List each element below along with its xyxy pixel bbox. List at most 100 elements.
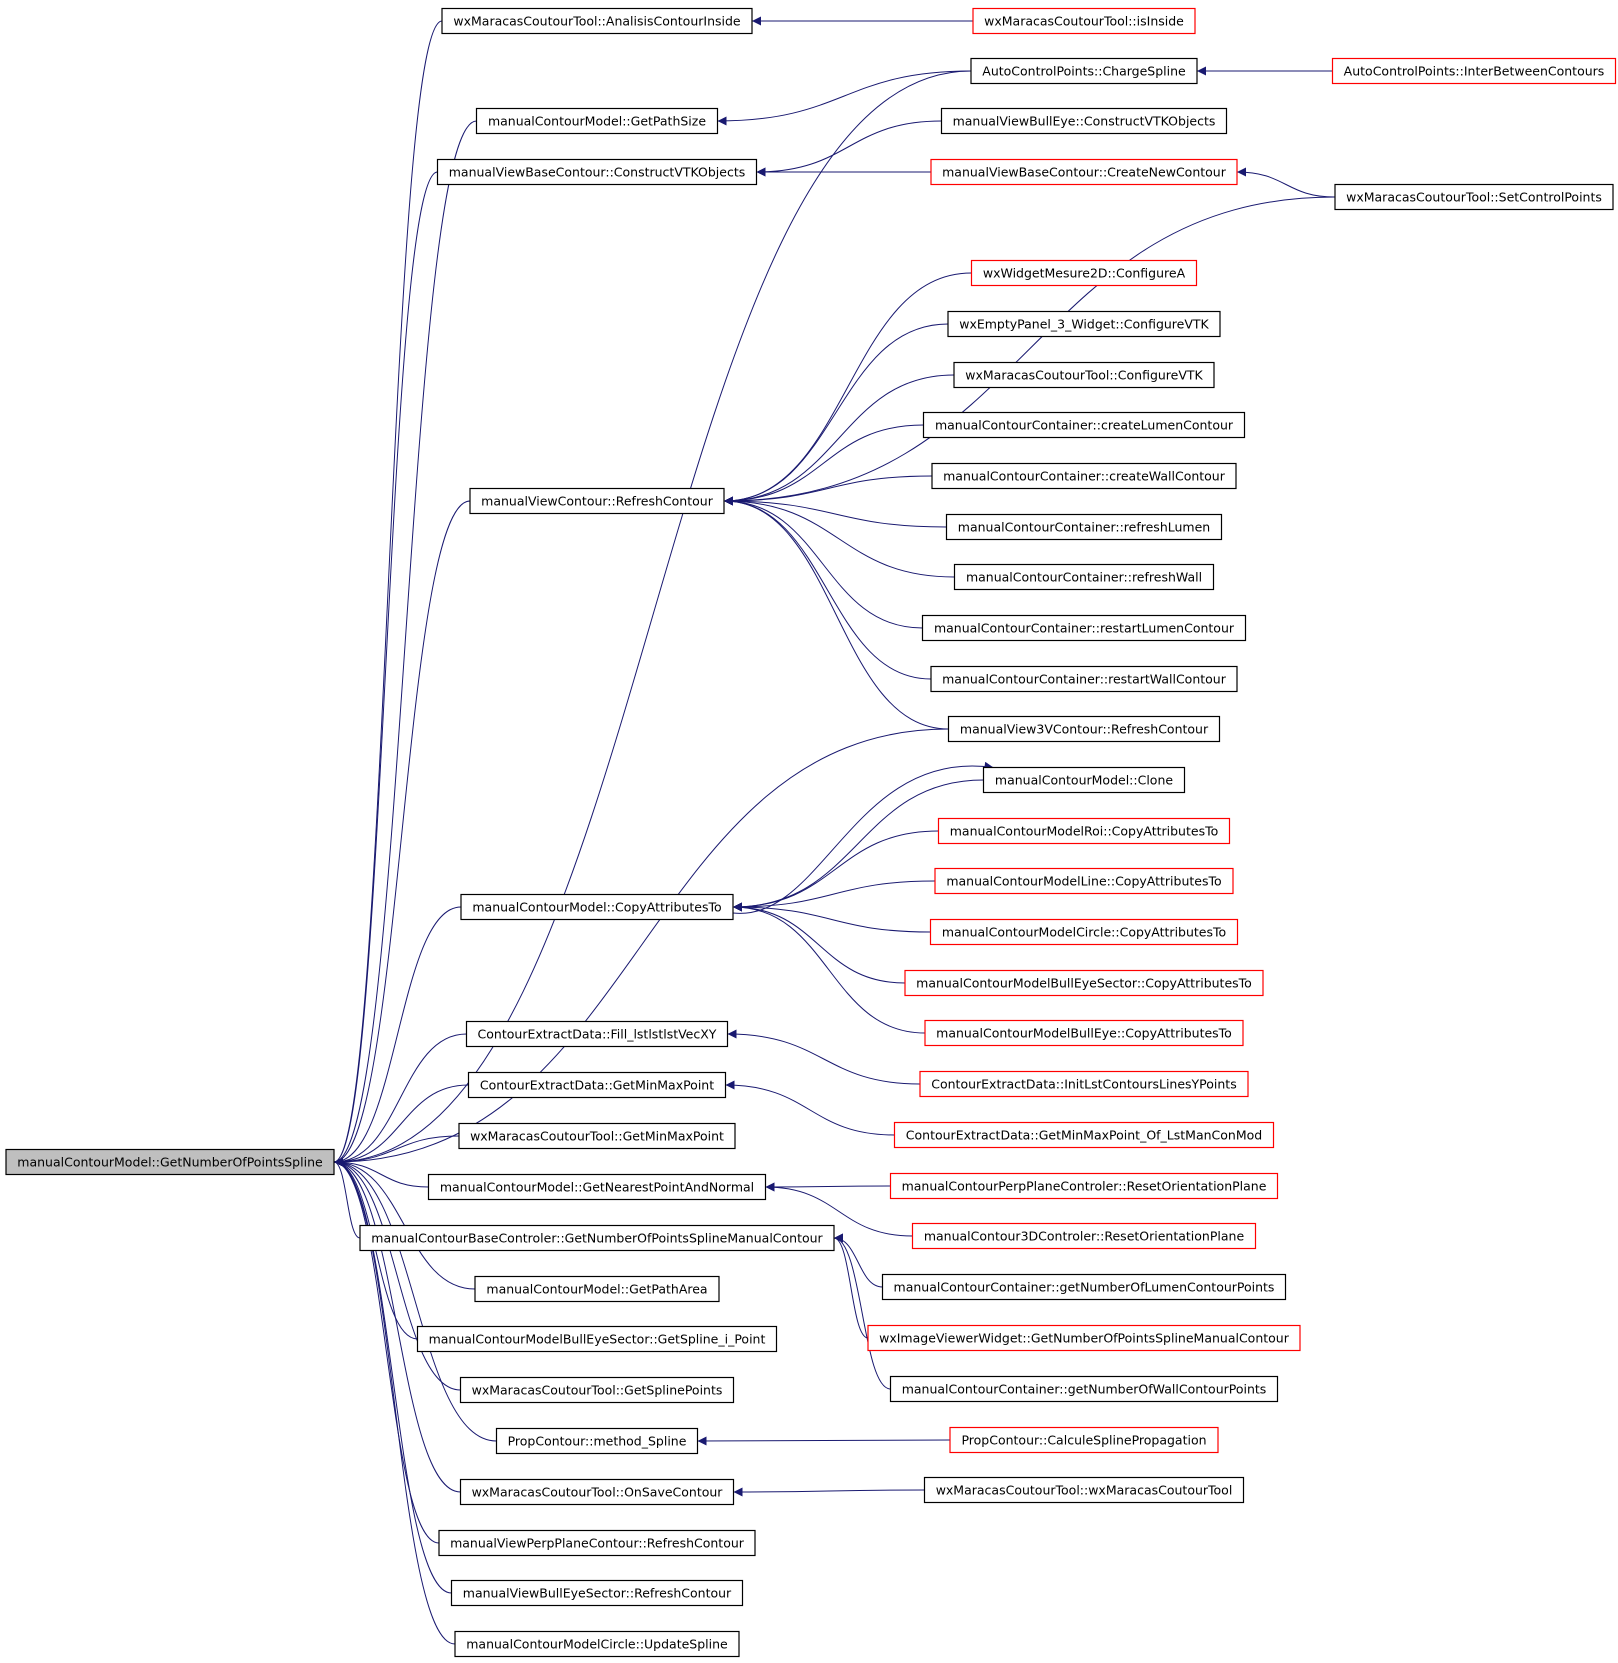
- node-d1[interactable]: wxMaracasCoutourTool::isInside: [972, 7, 1196, 35]
- node-d17[interactable]: manualContourModelLine::CopyAttributesTo: [934, 867, 1234, 895]
- node-box[interactable]: [1334, 183, 1614, 211]
- node-box[interactable]: [949, 1426, 1219, 1454]
- node-d7[interactable]: wxMaracasCoutourTool::ConfigureVTK: [953, 361, 1215, 389]
- node-e2[interactable]: wxMaracasCoutourTool::SetControlPoints: [1334, 183, 1614, 211]
- node-box[interactable]: [924, 1019, 1244, 1047]
- node-box[interactable]: [436, 158, 758, 186]
- node-d27[interactable]: manualContourContainer::getNumberOfWallC…: [889, 1375, 1279, 1403]
- node-box[interactable]: [970, 259, 1198, 287]
- node-d28[interactable]: PropContour::CalculeSplinePropagation: [949, 1426, 1219, 1454]
- node-d26[interactable]: wxImageViewerWidget::GetNumberOfPointsSp…: [867, 1324, 1301, 1352]
- node-box[interactable]: [889, 1172, 1279, 1200]
- node-box[interactable]: [881, 1273, 1287, 1301]
- node-box[interactable]: [922, 411, 1246, 439]
- node-box[interactable]: [438, 1529, 756, 1557]
- node-box[interactable]: [469, 487, 725, 515]
- node-c16[interactable]: manualViewPerpPlaneContour::RefreshConto…: [438, 1529, 756, 1557]
- node-box[interactable]: [934, 867, 1234, 895]
- node-d24[interactable]: manualContour3DControler::ResetOrientati…: [911, 1222, 1257, 1250]
- node-c12[interactable]: manualContourModelBullEyeSector::GetSpli…: [416, 1325, 778, 1353]
- node-d2[interactable]: AutoControlPoints::ChargeSpline: [970, 57, 1198, 85]
- node-box[interactable]: [5, 1148, 335, 1176]
- node-box[interactable]: [893, 1121, 1275, 1149]
- node-d6[interactable]: wxEmptyPanel_3_Widget::ConfigureVTK: [947, 310, 1221, 338]
- node-box[interactable]: [889, 1375, 1279, 1403]
- node-box[interactable]: [495, 1427, 699, 1455]
- node-box[interactable]: [929, 918, 1239, 946]
- node-box[interactable]: [919, 1070, 1249, 1098]
- node-d9[interactable]: manualContourContainer::createWallContou…: [931, 462, 1237, 490]
- node-box[interactable]: [937, 817, 1231, 845]
- node-c1[interactable]: wxMaracasCoutourTool::AnalisisContourIns…: [441, 7, 753, 35]
- node-d25[interactable]: manualContourContainer::getNumberOfLumen…: [881, 1273, 1287, 1301]
- node-c13[interactable]: wxMaracasCoutourTool::GetSplinePoints: [459, 1376, 735, 1404]
- node-c17[interactable]: manualViewBullEyeSector::RefreshContour: [450, 1579, 744, 1607]
- node-c3[interactable]: manualViewBaseContour::ConstructVTKObjec…: [436, 158, 758, 186]
- node-box[interactable]: [947, 310, 1221, 338]
- node-box[interactable]: [474, 1275, 720, 1303]
- node-box[interactable]: [953, 563, 1215, 591]
- node-box[interactable]: [930, 158, 1238, 186]
- node-box[interactable]: [972, 7, 1196, 35]
- node-box[interactable]: [953, 361, 1215, 389]
- node-box[interactable]: [945, 513, 1223, 541]
- node-c14[interactable]: PropContour::method_Spline: [495, 1427, 699, 1455]
- node-box[interactable]: [867, 1324, 1301, 1352]
- node-d19[interactable]: manualContourModelBullEyeSector::CopyAtt…: [904, 969, 1264, 997]
- node-box[interactable]: [947, 715, 1221, 743]
- node-d4[interactable]: manualViewBaseContour::CreateNewContour: [930, 158, 1238, 186]
- node-c15[interactable]: wxMaracasCoutourTool::OnSaveContour: [459, 1478, 735, 1506]
- node-box[interactable]: [921, 614, 1247, 642]
- node-root[interactable]: manualContourModel::GetNumberOfPointsSpl…: [5, 1148, 335, 1176]
- node-box[interactable]: [475, 107, 719, 135]
- node-c7[interactable]: ContourExtractData::GetMinMaxPoint: [467, 1071, 727, 1099]
- node-box[interactable]: [459, 1478, 735, 1506]
- node-d20[interactable]: manualContourModelBullEye::CopyAttribute…: [924, 1019, 1244, 1047]
- node-box[interactable]: [450, 1579, 744, 1607]
- node-box[interactable]: [458, 1122, 736, 1150]
- node-e1[interactable]: AutoControlPoints::InterBetweenContours: [1331, 57, 1617, 85]
- node-box[interactable]: [923, 1476, 1245, 1504]
- node-box[interactable]: [970, 57, 1198, 85]
- node-d15[interactable]: manualContourModel::Clone: [982, 766, 1186, 794]
- node-box[interactable]: [465, 1020, 729, 1048]
- node-c8[interactable]: wxMaracasCoutourTool::GetMinMaxPoint: [458, 1122, 736, 1150]
- node-d16[interactable]: manualContourModelRoi::CopyAttributesTo: [937, 817, 1231, 845]
- node-d14[interactable]: manualView3VContour::RefreshContour: [947, 715, 1221, 743]
- node-c9[interactable]: manualContourModel::GetNearestPointAndNo…: [427, 1173, 767, 1201]
- node-box[interactable]: [454, 1630, 740, 1658]
- node-d11[interactable]: manualContourContainer::refreshWall: [953, 563, 1215, 591]
- node-box[interactable]: [467, 1071, 727, 1099]
- node-d21[interactable]: ContourExtractData::InitLstContoursLines…: [919, 1070, 1249, 1098]
- node-box[interactable]: [441, 7, 753, 35]
- node-c4[interactable]: manualViewContour::RefreshContour: [469, 487, 725, 515]
- node-box[interactable]: [940, 107, 1228, 135]
- node-box[interactable]: [931, 462, 1237, 490]
- node-box[interactable]: [982, 766, 1186, 794]
- node-d18[interactable]: manualContourModelCircle::CopyAttributes…: [929, 918, 1239, 946]
- node-box[interactable]: [359, 1224, 835, 1252]
- node-d3[interactable]: manualViewBullEye::ConstructVTKObjects: [940, 107, 1228, 135]
- node-box[interactable]: [460, 893, 734, 921]
- node-c2[interactable]: manualContourModel::GetPathSize: [475, 107, 719, 135]
- node-box[interactable]: [416, 1325, 778, 1353]
- node-box[interactable]: [911, 1222, 1257, 1250]
- node-box[interactable]: [904, 969, 1264, 997]
- node-box[interactable]: [930, 665, 1238, 693]
- node-d8[interactable]: manualContourContainer::createLumenConto…: [922, 411, 1246, 439]
- node-c11[interactable]: manualContourModel::GetPathArea: [474, 1275, 720, 1303]
- node-box[interactable]: [427, 1173, 767, 1201]
- node-c10[interactable]: manualContourBaseControler::GetNumberOfP…: [359, 1224, 835, 1252]
- node-d13[interactable]: manualContourContainer::restartWallConto…: [930, 665, 1238, 693]
- node-box[interactable]: [1331, 57, 1617, 85]
- node-d29[interactable]: wxMaracasCoutourTool::wxMaracasCoutourTo…: [923, 1476, 1245, 1504]
- node-d10[interactable]: manualContourContainer::refreshLumen: [945, 513, 1223, 541]
- node-c6[interactable]: ContourExtractData::Fill_lstlstlstVecXY: [465, 1020, 729, 1048]
- node-d23[interactable]: manualContourPerpPlaneControler::ResetOr…: [889, 1172, 1279, 1200]
- node-box[interactable]: [459, 1376, 735, 1404]
- node-d5[interactable]: wxWidgetMesure2D::ConfigureA: [970, 259, 1198, 287]
- node-c18[interactable]: manualContourModelCircle::UpdateSpline: [454, 1630, 740, 1658]
- node-c5[interactable]: manualContourModel::CopyAttributesTo: [460, 893, 734, 921]
- node-d22[interactable]: ContourExtractData::GetMinMaxPoint_Of_Ls…: [893, 1121, 1275, 1149]
- node-d12[interactable]: manualContourContainer::restartLumenCont…: [921, 614, 1247, 642]
